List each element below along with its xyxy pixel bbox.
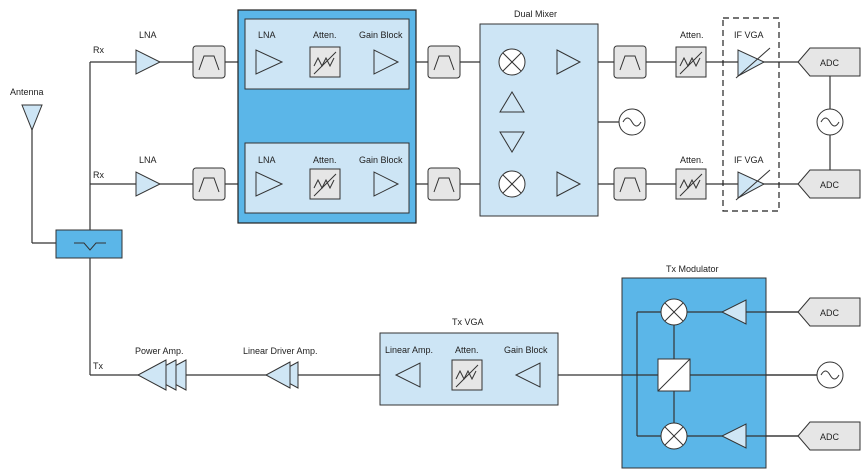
adc-tx-bottom-icon (797, 421, 861, 451)
tx-vga-label: Tx VGA (452, 317, 484, 327)
tx-gain-block-label: Gain Block (504, 345, 548, 355)
if-vga-bottom-icon (735, 169, 771, 201)
lna-in-box-top-label: LNA (258, 30, 276, 40)
dual-mixer-box (479, 23, 599, 217)
rx-top-filter-icon (192, 45, 226, 79)
rx-bottom-filter-icon (192, 167, 226, 201)
gain-block-bottom-label: Gain Block (359, 155, 403, 165)
lna-in-box-bottom-icon (255, 171, 284, 197)
tx-mod-top-amp-icon (720, 299, 747, 325)
if-vga-dashed-box (722, 17, 780, 212)
tx-mixer-top-icon (660, 298, 688, 326)
adc-rx-top-label: ADC (820, 58, 840, 68)
quadrature-splitter-icon (657, 358, 691, 392)
rx-top-label: Rx (93, 45, 104, 55)
rx-top-if-filter-icon (613, 45, 647, 79)
lo-oscillator-icon (618, 108, 646, 136)
lna-top-amplifier-icon (135, 49, 162, 75)
power-amp-icon (136, 359, 187, 391)
gain-block-top-icon (373, 49, 400, 75)
linear-driver-amp-icon (264, 361, 299, 389)
if-vga-top-label: IF VGA (734, 30, 764, 40)
atten-top-label: Atten. (680, 30, 704, 40)
if-vga-top-icon (735, 47, 771, 79)
mixer-bottom-amp-icon (556, 171, 582, 197)
tx-mixer-bottom-icon (660, 422, 688, 450)
adc-clock-oscillator-icon (816, 108, 844, 136)
if-vga-bottom-label: IF VGA (734, 155, 764, 165)
linear-amp-label: Linear Amp. (385, 345, 433, 355)
rx-bottom-label: Rx (93, 170, 104, 180)
adc-rx-bottom-icon (797, 169, 861, 199)
linear-driver-amp-label: Linear Driver Amp. (243, 346, 318, 356)
rx-bottom-if-filter-icon (613, 167, 647, 201)
gain-block-bottom-icon (373, 171, 400, 197)
adc-tx-bottom-label: ADC (820, 432, 840, 442)
tx-oscillator-icon (816, 361, 844, 389)
atten-in-box-top-icon (309, 46, 341, 78)
adc-rx-bottom-label: ADC (820, 180, 840, 190)
lna-top-label: LNA (139, 30, 157, 40)
adc-rx-top-icon (797, 47, 861, 77)
lo-buffer-down-icon (499, 131, 525, 153)
mixer-bottom-icon (498, 170, 526, 198)
atten-in-box-bottom-label: Atten. (313, 155, 337, 165)
tx-gain-block-icon (514, 362, 541, 388)
lo-buffer-up-icon (499, 91, 525, 113)
rx-top-filter2-icon (427, 45, 461, 79)
antenna-icon (21, 104, 43, 132)
duplexer-icon (55, 229, 123, 259)
atten-bottom-icon (675, 168, 707, 200)
tx-label: Tx (93, 361, 103, 371)
lna-in-box-top-icon (255, 49, 284, 75)
dual-mixer-label: Dual Mixer (514, 9, 557, 19)
adc-tx-top-icon (797, 297, 861, 327)
linear-amp-icon (394, 362, 421, 388)
rx-bottom-filter2-icon (427, 167, 461, 201)
atten-in-box-top-label: Atten. (313, 30, 337, 40)
mixer-top-amp-icon (556, 49, 582, 75)
antenna-label: Antenna (10, 87, 44, 97)
lna-bottom-label: LNA (139, 155, 157, 165)
atten-top-icon (675, 46, 707, 78)
adc-tx-top-label: ADC (820, 308, 840, 318)
atten-bottom-label: Atten. (680, 155, 704, 165)
lna-in-box-bottom-label: LNA (258, 155, 276, 165)
tx-modulator-label: Tx Modulator (666, 264, 719, 274)
atten-in-box-bottom-icon (309, 168, 341, 200)
power-amp-label: Power Amp. (135, 346, 184, 356)
lna-bottom-amplifier-icon (135, 171, 162, 197)
tx-atten-icon (451, 359, 483, 391)
mixer-top-icon (498, 48, 526, 76)
tx-mod-bottom-amp-icon (720, 423, 747, 449)
tx-atten-label: Atten. (455, 345, 479, 355)
gain-block-top-label: Gain Block (359, 30, 403, 40)
